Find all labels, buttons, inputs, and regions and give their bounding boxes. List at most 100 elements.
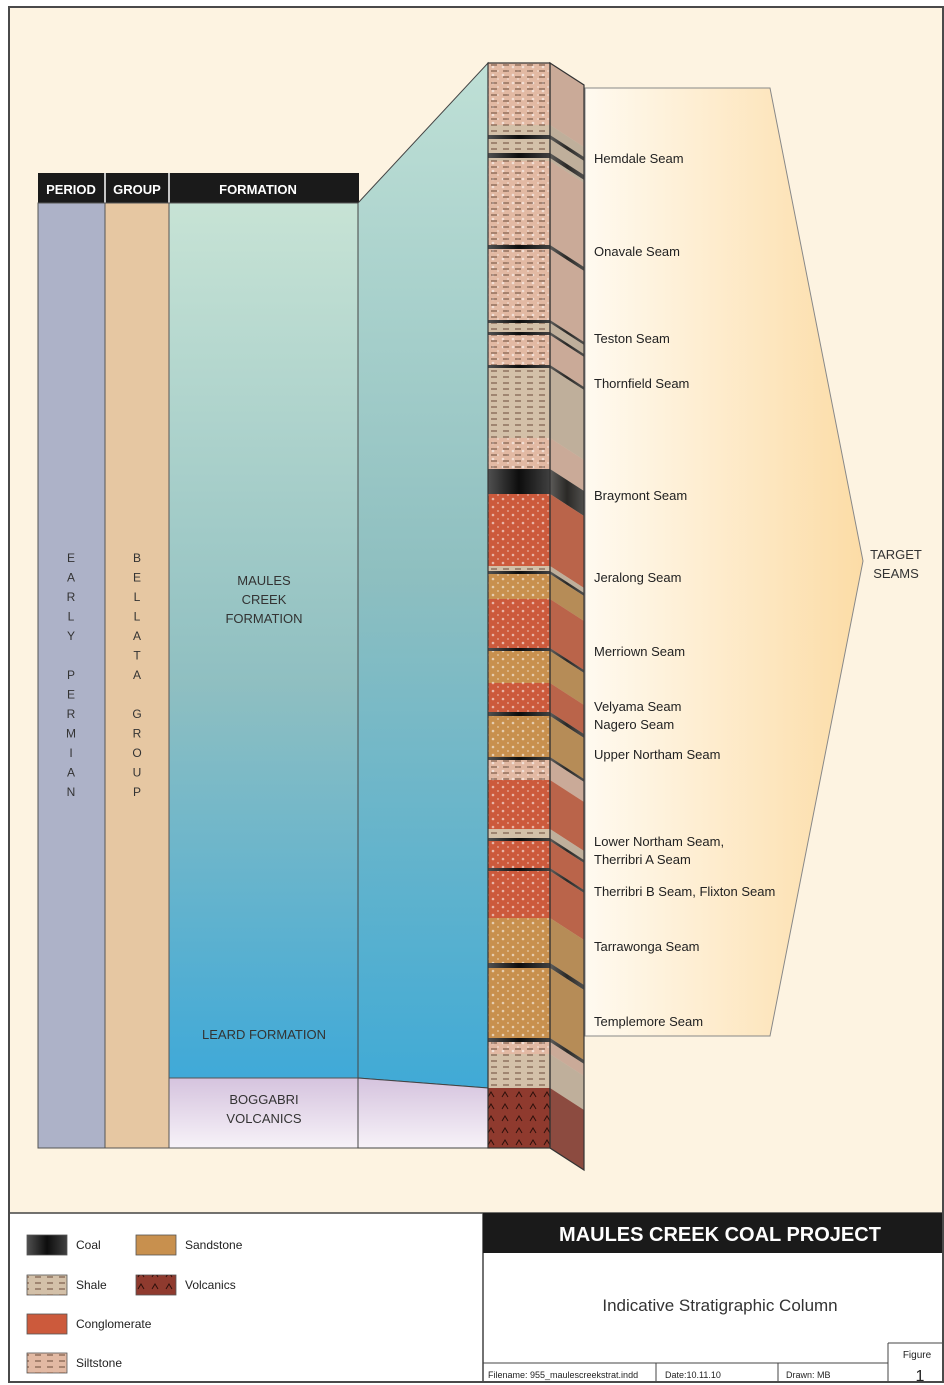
period-letter: R bbox=[67, 590, 76, 604]
seam-label: Templemore Seam bbox=[594, 1014, 703, 1029]
coal-layer-side bbox=[550, 332, 584, 357]
conglomerate-layer-side bbox=[550, 599, 584, 670]
group-letter: T bbox=[133, 649, 141, 663]
coal-layer-side bbox=[550, 868, 584, 893]
sandstone-swatch bbox=[135, 1234, 177, 1256]
period-letter: P bbox=[67, 668, 75, 682]
siltstone-texture bbox=[488, 335, 550, 365]
seam-label: Thornfield Seam bbox=[594, 376, 689, 391]
group-letter: R bbox=[133, 727, 142, 741]
formation-header: FORMATION bbox=[219, 182, 297, 197]
coal-layer-side bbox=[550, 135, 584, 161]
seam-label: Therribri B Seam, Flixton Seam bbox=[594, 884, 775, 899]
title-block: MAULES CREEK COAL PROJECT Indicative Str… bbox=[482, 1213, 942, 1381]
shale-layer-side bbox=[550, 566, 584, 593]
sandstone-layer-side bbox=[550, 918, 584, 985]
shale-texture bbox=[488, 125, 550, 135]
drawn-field: Drawn: MB bbox=[786, 1370, 831, 1380]
coal-layer bbox=[488, 135, 550, 139]
conglomerate-layer-side bbox=[550, 780, 584, 851]
seam-label: Braymont Seam bbox=[594, 488, 687, 503]
volcanics-layer-side bbox=[550, 1088, 584, 1170]
period-header: PERIOD bbox=[46, 182, 96, 197]
shale-texture bbox=[488, 368, 550, 438]
period-letter: A bbox=[67, 571, 75, 585]
shale-layer-side bbox=[550, 368, 584, 460]
siltstone-swatch-texture bbox=[27, 1353, 67, 1373]
period-letter: I bbox=[69, 746, 72, 760]
siltstone-texture bbox=[488, 1042, 550, 1054]
coal-layer-side bbox=[550, 648, 584, 673]
group-letter: U bbox=[133, 766, 142, 780]
shale-layer-side bbox=[550, 125, 584, 157]
sandstone-layer-side bbox=[550, 968, 584, 1060]
sandstone-layer-side bbox=[550, 651, 584, 705]
seam-label: Tarrawonga Seam bbox=[594, 939, 700, 954]
shale-layer-side bbox=[550, 1054, 584, 1110]
shale-legend-label: Shale bbox=[76, 1278, 107, 1292]
coal-layer bbox=[488, 1038, 550, 1042]
period-letter: R bbox=[67, 707, 76, 721]
conglomerate-layer-side bbox=[550, 841, 584, 890]
period-letter: M bbox=[66, 727, 76, 741]
formation-label-line: CREEK bbox=[242, 592, 287, 607]
period-letter: A bbox=[67, 766, 75, 780]
siltstone-layer-side bbox=[550, 438, 584, 491]
expansion-funnel-volcanics bbox=[357, 1077, 489, 1149]
seam-label: Hemdale Seam bbox=[594, 151, 684, 166]
seam-label: Upper Northam Seam bbox=[594, 747, 720, 762]
seam-label: Velyama Seam bbox=[594, 699, 681, 714]
column-header-bar: PERIOD GROUP FORMATION bbox=[38, 173, 359, 203]
siltstone-legend-label: Siltstone bbox=[76, 1356, 122, 1370]
coal-layer-side bbox=[550, 571, 584, 596]
coal-layer bbox=[488, 320, 550, 323]
coal-layer bbox=[488, 963, 550, 968]
conglomerate-layer-side bbox=[550, 494, 584, 588]
group-letter: L bbox=[134, 590, 141, 604]
sandstone-texture bbox=[488, 716, 550, 757]
date-field: Date:10.11.10 bbox=[665, 1370, 721, 1380]
sandstone-texture bbox=[488, 574, 550, 599]
shale-layer-side bbox=[550, 323, 584, 354]
group-letter: L bbox=[134, 610, 141, 624]
siltstone-texture bbox=[488, 63, 550, 125]
conglomerate-texture bbox=[488, 599, 550, 648]
shale-texture bbox=[488, 829, 550, 838]
shale-texture bbox=[488, 566, 550, 571]
sandstone-texture bbox=[488, 918, 550, 963]
figure-subtitle: Indicative Stratigraphic Column bbox=[602, 1296, 837, 1315]
filename-field: Filename: 955_maulescreekstrat.indd bbox=[488, 1370, 638, 1380]
coal-layer-side bbox=[550, 320, 584, 345]
target-seams-bracket bbox=[584, 87, 864, 1037]
figure-label: Figure bbox=[903, 1350, 932, 1361]
shale-layer-side bbox=[550, 158, 584, 183]
shale-texture bbox=[488, 158, 550, 161]
period-column bbox=[37, 202, 106, 1149]
seam-label: Merriown Seam bbox=[594, 644, 685, 659]
seam-label: Onavale Seam bbox=[594, 244, 680, 259]
coal-layer-side bbox=[550, 1038, 584, 1064]
shale-layer-side bbox=[550, 139, 584, 175]
volcanics-texture bbox=[488, 1088, 550, 1148]
group-letter: A bbox=[133, 668, 141, 682]
coal-layer bbox=[488, 365, 550, 368]
coal-layer bbox=[488, 712, 550, 716]
conglomerate-texture bbox=[488, 780, 550, 829]
coal-layer bbox=[488, 332, 550, 335]
group-column bbox=[104, 202, 170, 1149]
target-label-line: SEAMS bbox=[873, 566, 919, 581]
shale-texture bbox=[488, 1054, 550, 1088]
group-letter: P bbox=[133, 785, 141, 799]
shale-swatch-texture bbox=[27, 1275, 67, 1295]
formation-column bbox=[168, 202, 359, 1079]
coal-layer-side bbox=[550, 245, 584, 271]
conglomerate-layer-side bbox=[550, 871, 584, 940]
volcanics-legend-label: Volcanics bbox=[185, 1278, 236, 1292]
seam-label: Nagero Seam bbox=[594, 717, 674, 732]
coal-layer-side bbox=[550, 365, 584, 390]
